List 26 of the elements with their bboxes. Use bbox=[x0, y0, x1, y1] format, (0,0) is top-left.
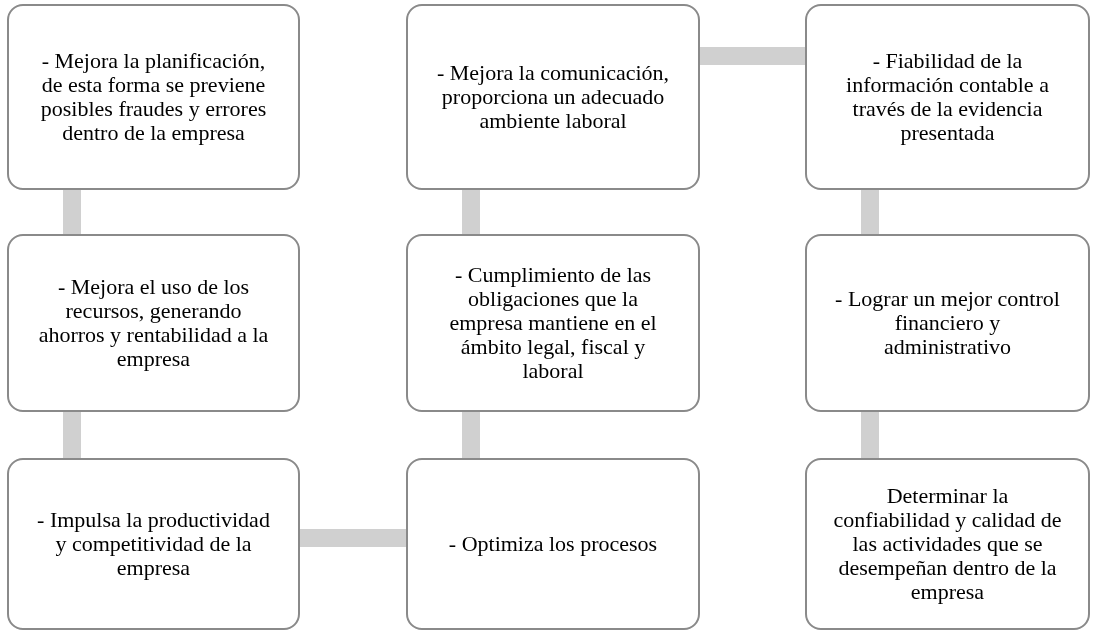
text-box bbox=[805, 4, 1090, 190]
text-box bbox=[406, 4, 700, 190]
connector-bar bbox=[462, 412, 480, 458]
connector-bar bbox=[462, 190, 480, 234]
box-text: - Optimiza los procesos bbox=[448, 531, 658, 557]
connector-bar bbox=[63, 412, 81, 458]
box-text: - Fiabilidad de la información contable a través de la evidencia presentada bbox=[845, 48, 1050, 146]
text-box bbox=[805, 234, 1090, 412]
text-box bbox=[805, 458, 1090, 630]
text-box bbox=[406, 234, 700, 412]
text-box bbox=[7, 458, 300, 630]
text-box bbox=[406, 458, 700, 630]
box-text: - Impulsa la productividad y competitividad de la empresa bbox=[36, 507, 271, 581]
connector-bar bbox=[63, 190, 81, 234]
connector-bar bbox=[861, 412, 879, 458]
text-box bbox=[7, 4, 300, 190]
box-text: - Cumplimiento de las obligaciones que la empresa mantiene en el ámbito legal, fiscal y laboral bbox=[448, 262, 658, 384]
box-text: - Lograr un mejor control financiero y administrativo bbox=[834, 286, 1061, 360]
connector-bar bbox=[861, 190, 879, 234]
connector-bar bbox=[300, 529, 406, 547]
connector-bar bbox=[700, 47, 805, 65]
box-text: - Mejora la comunicación, proporciona un adecuado ambiente laboral bbox=[435, 60, 671, 134]
box-text: Determinar la confiabilidad y calidad de las actividades que se desempeñan dentro de la empresa bbox=[832, 483, 1063, 605]
box-text: - Mejora el uso de los recursos, generando ahorros y rentabilidad a la empresa bbox=[37, 274, 270, 372]
box-text: - Mejora la planificación, de esta forma se previene posibles fraudes y errores dentro de la empresa bbox=[39, 48, 268, 146]
text-box bbox=[7, 234, 300, 412]
